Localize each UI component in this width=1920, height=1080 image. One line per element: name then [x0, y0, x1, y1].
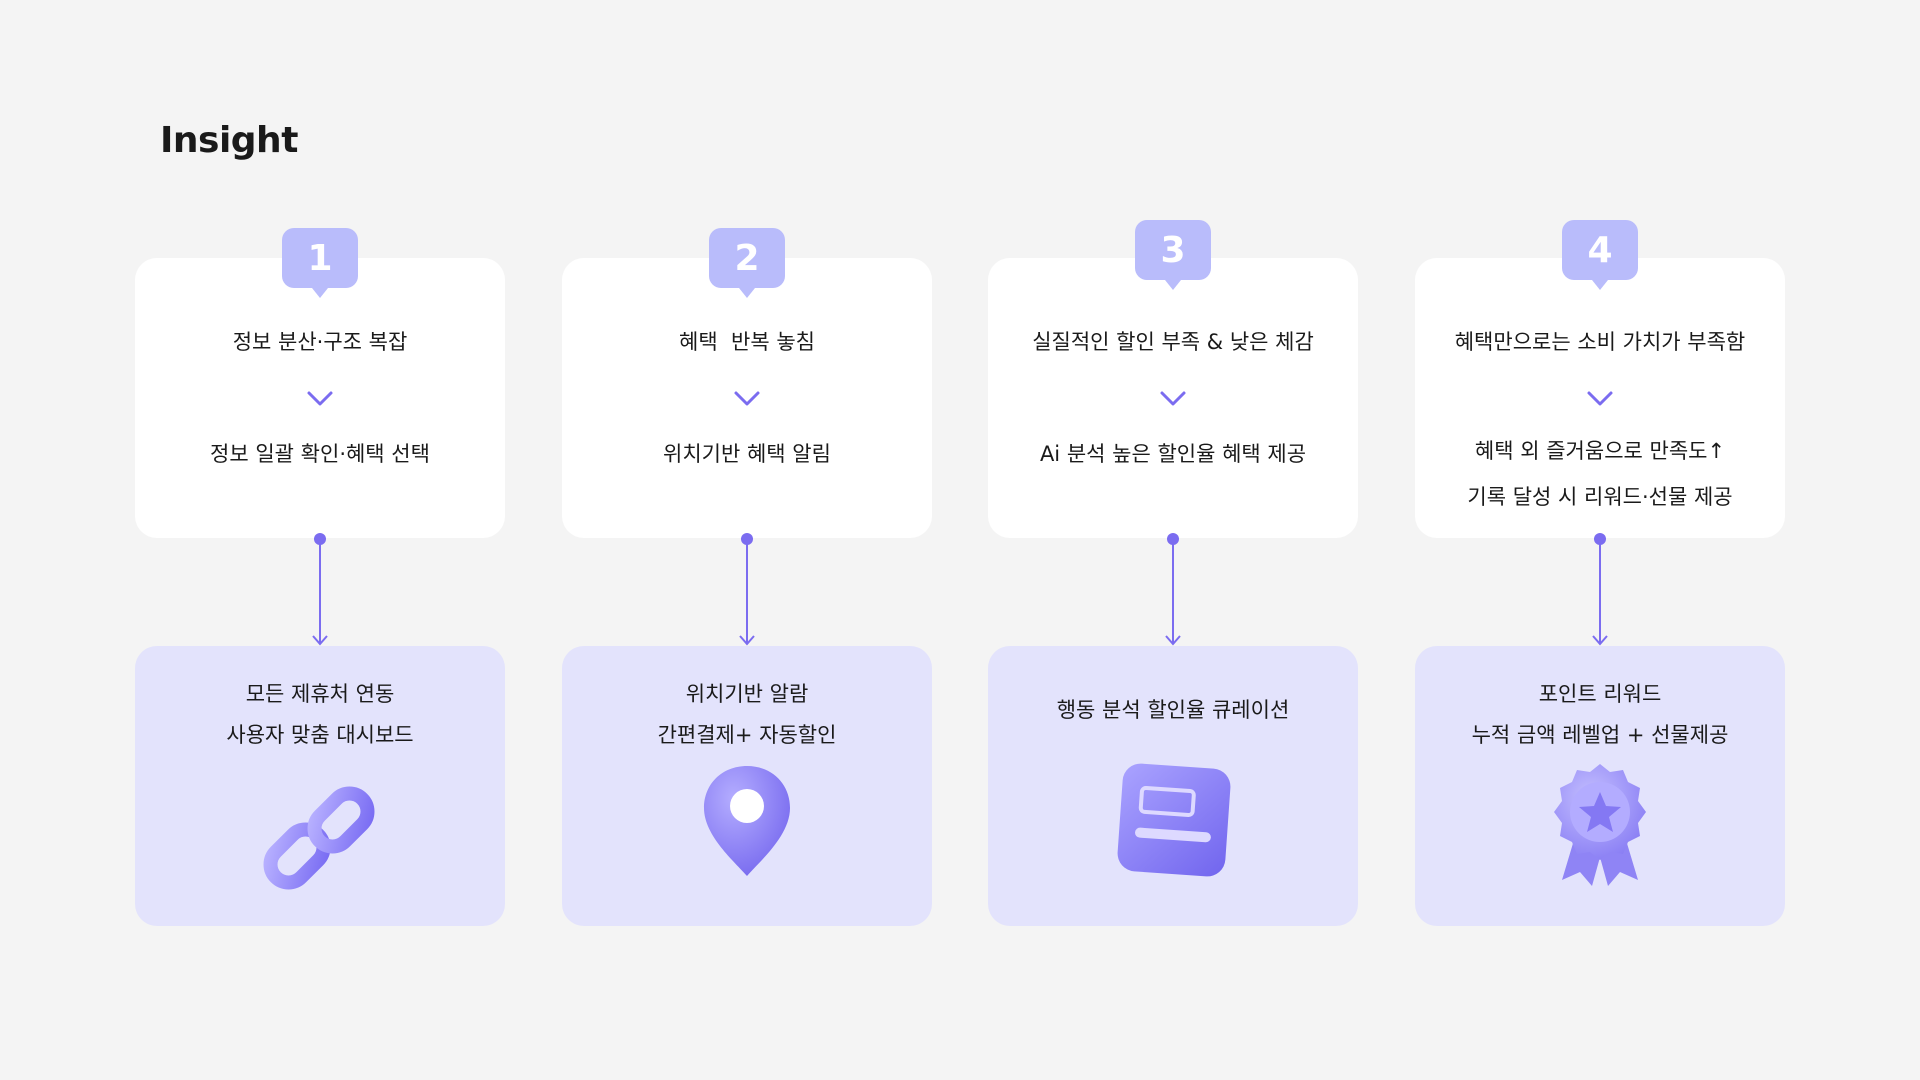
solution-line: 기록 달성 시 리워드·선물 제공: [1467, 485, 1733, 509]
solution-text: 정보 일괄 확인·혜택 선택: [210, 442, 430, 466]
result-text: 행동 분석 할인율 큐레이션: [988, 690, 1358, 731]
result-line: 포인트 리워드: [1538, 682, 1662, 706]
chevron-down-icon: [734, 391, 760, 406]
step-badge: 1: [282, 228, 358, 298]
chevron-down-icon: [1160, 391, 1186, 406]
solution-text: Ai 분석 높은 할인율 혜택 제공: [1039, 442, 1307, 466]
insight-column-1: 1 정보 분산·구조 복잡 정보 일괄 확인·혜택 선택 모든 제휴처 연동 사…: [135, 0, 505, 1080]
result-text: 위치기반 알람 간편결제+ 자동할인: [562, 674, 932, 756]
dashboard-card-icon: [1117, 763, 1231, 877]
solution-text: 혜택 외 즐거움으로 만족도↑ 기록 달성 시 리워드·선물 제공: [1415, 428, 1785, 520]
chain-link-icon: [263, 786, 375, 890]
problem-text: 혜택 반복 놓침: [679, 330, 815, 354]
result-text: 모든 제휴처 연동 사용자 맞춤 대시보드: [135, 674, 505, 756]
problem-text: 혜택만으로는 소비 가치가 부족함: [1454, 330, 1746, 354]
chevron-down-icon: [1587, 391, 1613, 406]
insight-column-2: 2 혜택 반복 놓침 위치기반 혜택 알림 위치기반 알람 간편결제+ 자동할인: [562, 0, 932, 1080]
result-line: 위치기반 알람: [685, 682, 809, 706]
connector-arrow: [312, 533, 328, 646]
result-card: [135, 646, 505, 926]
solution-line: 혜택 외 즐거움으로 만족도↑: [1474, 439, 1726, 463]
result-line: 간편결제+ 자동할인: [657, 723, 837, 747]
result-line: 누적 금액 레벨업 + 선물제공: [1471, 723, 1729, 747]
page-title: Insight: [160, 120, 298, 161]
result-text: 포인트 리워드 누적 금액 레벨업 + 선물제공: [1415, 674, 1785, 756]
step-badge: 2: [709, 228, 785, 298]
insight-column-3: 3 실질적인 할인 부족 & 낮은 체감 Ai 분석 높은 할인율 혜택 제공 …: [988, 0, 1358, 1080]
solution-text: 위치기반 혜택 알림: [663, 442, 831, 466]
award-badge-icon: [1554, 764, 1646, 886]
result-line: 사용자 맞춤 대시보드: [226, 723, 414, 747]
chevron-down-icon: [307, 391, 333, 406]
problem-text: 실질적인 할인 부족 & 낮은 체감: [1032, 330, 1314, 354]
result-line: 행동 분석 할인율 큐레이션: [1056, 698, 1290, 722]
connector-arrow: [1165, 533, 1181, 646]
result-line: 모든 제휴처 연동: [245, 682, 395, 706]
connector-arrow: [739, 533, 755, 646]
insight-column-4: 4 혜택만으로는 소비 가치가 부족함 혜택 외 즐거움으로 만족도↑ 기록 달…: [1415, 0, 1785, 1080]
problem-card: [135, 258, 505, 538]
step-badge: 4: [1562, 220, 1638, 290]
problem-card: [562, 258, 932, 538]
connector-arrow: [1592, 533, 1608, 646]
location-pin-icon: [704, 766, 790, 876]
problem-card: [988, 258, 1358, 538]
problem-card: [1415, 258, 1785, 538]
problem-text: 정보 분산·구조 복잡: [232, 330, 408, 354]
step-badge: 3: [1135, 220, 1211, 290]
